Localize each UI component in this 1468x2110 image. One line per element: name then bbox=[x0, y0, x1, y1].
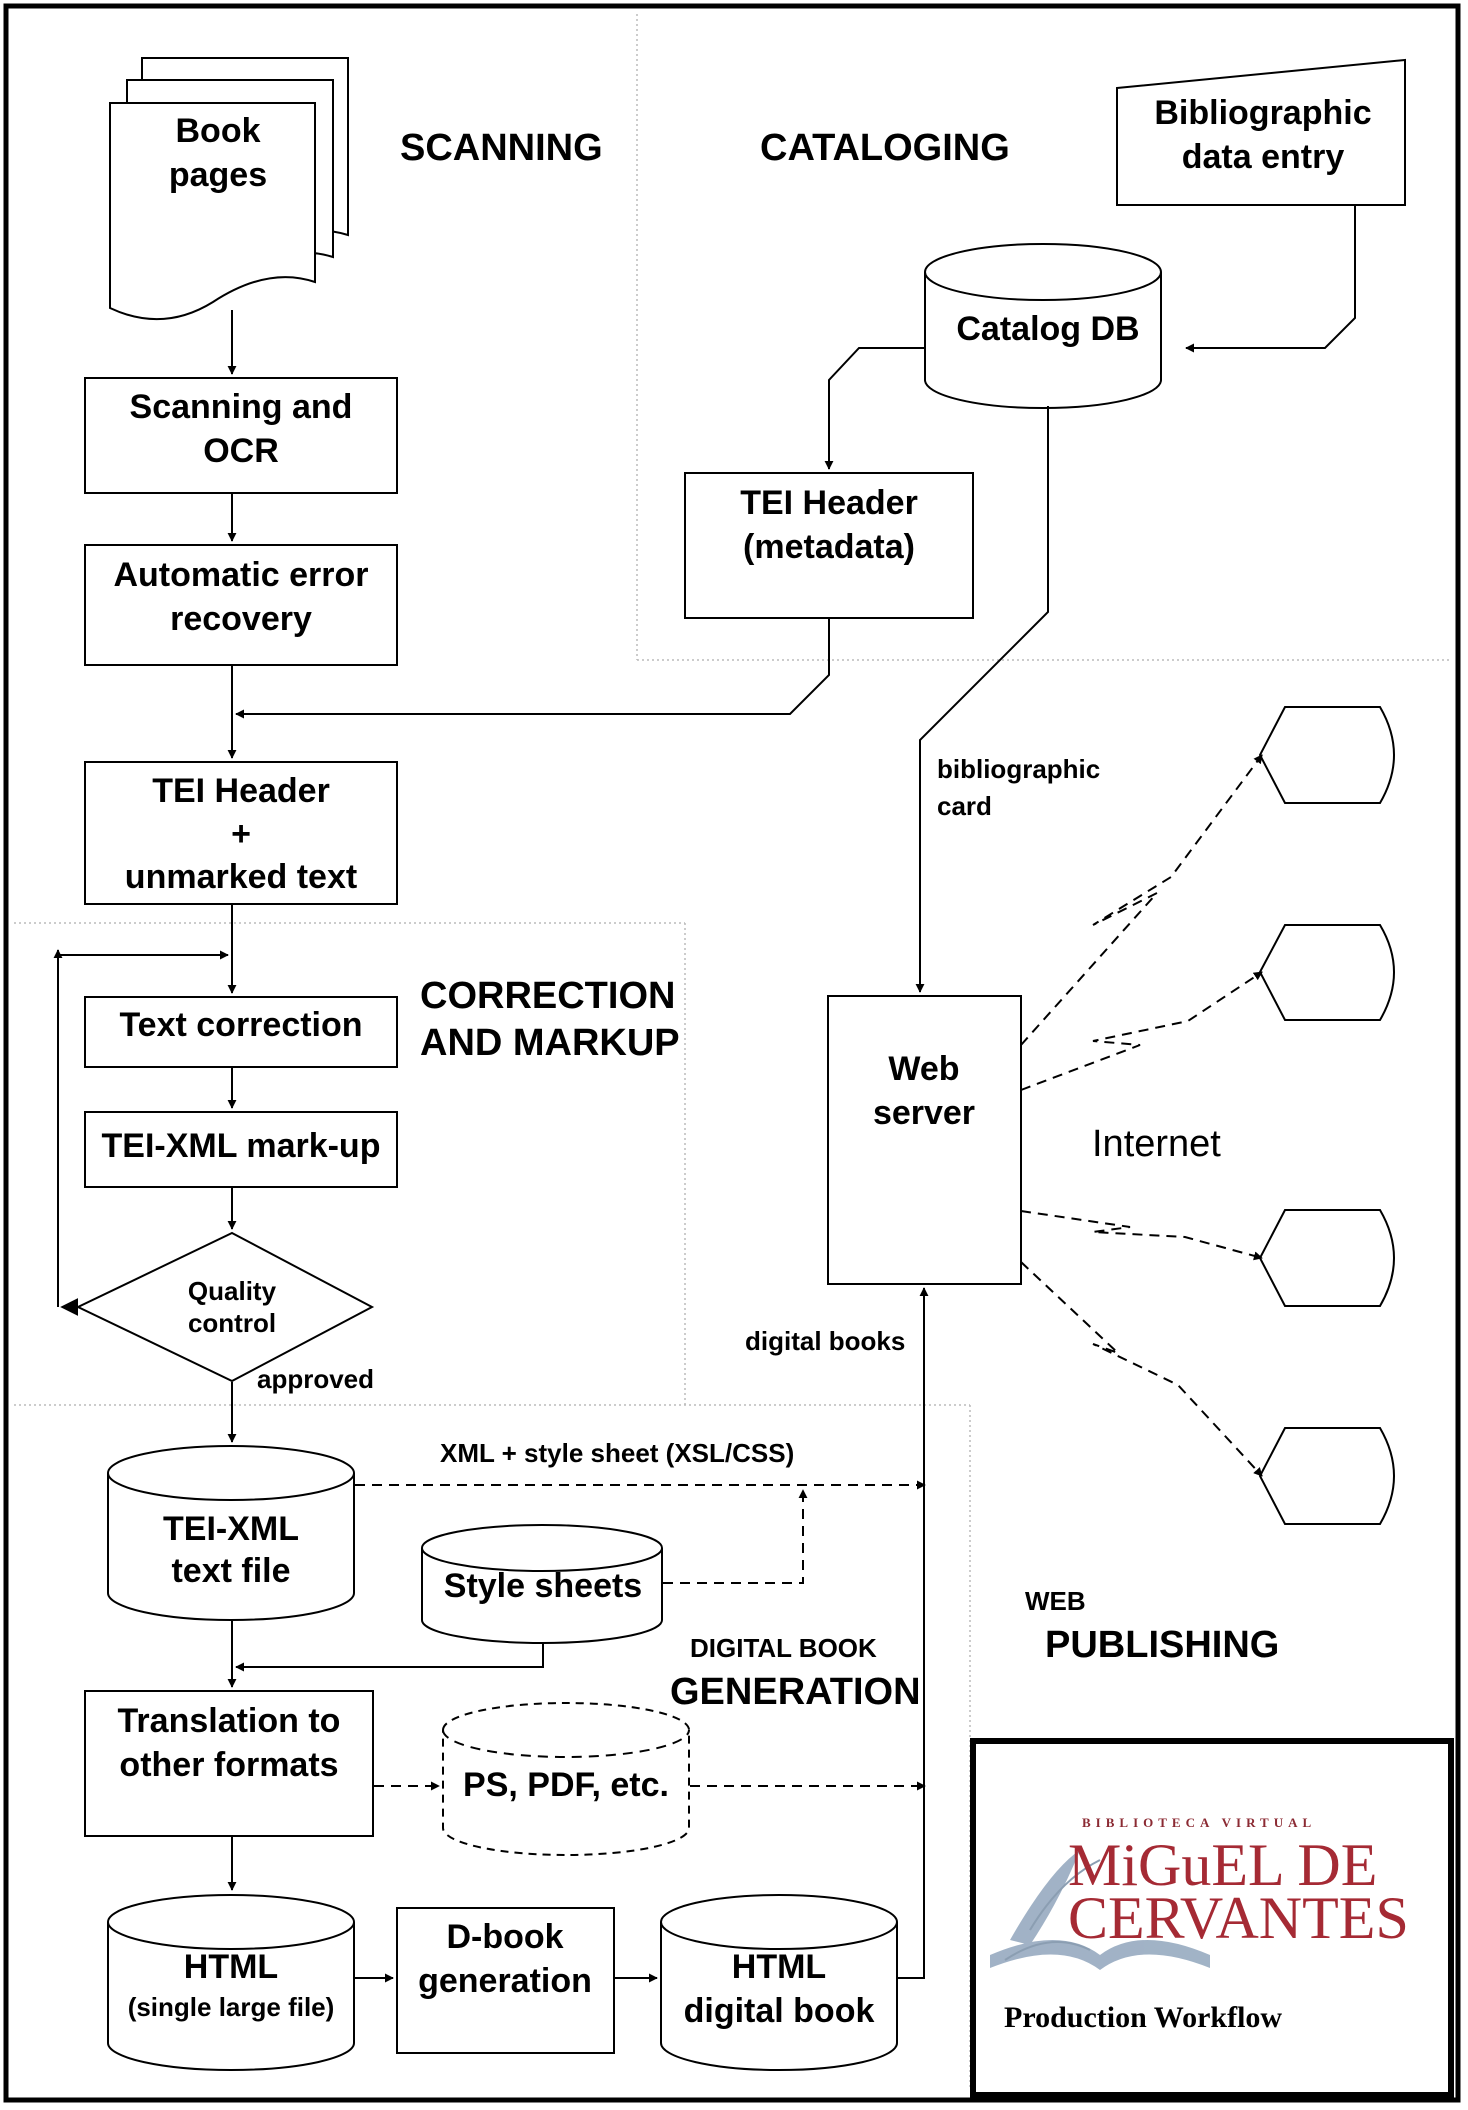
web-server-line2: server bbox=[873, 1094, 975, 1132]
tei-header-meta-node: TEI Header (metadata) bbox=[684, 472, 974, 619]
edge-label-xml-style: XML + style sheet (XSL/CSS) bbox=[440, 1438, 794, 1468]
style-sheets-label: Style sheets bbox=[444, 1567, 642, 1605]
edge-digital-books-to-server bbox=[898, 1287, 929, 1979]
edge-catalog-to-server bbox=[915, 406, 1049, 993]
dbook-gen-node: D-book generation bbox=[396, 1907, 615, 2054]
section-digital-line1: DIGITAL BOOK bbox=[690, 1633, 877, 1663]
book-pages-line1: Book bbox=[176, 112, 261, 150]
tei-xml-file-line1: TEI-XML bbox=[163, 1510, 299, 1548]
logo-name-line1: MiGuEL DE bbox=[1068, 1832, 1377, 1898]
text-correction-node: Text correction bbox=[84, 996, 398, 1068]
internet-clients bbox=[1258, 706, 1395, 1525]
html-single-line1: HTML bbox=[184, 1948, 278, 1986]
html-digital-line2: digital book bbox=[684, 1992, 875, 2030]
error-recovery-node: Automatic error recovery bbox=[84, 544, 398, 666]
logo-panel: BIBLIOTECA VIRTUAL MiGuEL DE CERVANTES P… bbox=[970, 1738, 1454, 2098]
translation-node: Translation to other formats bbox=[84, 1690, 374, 1837]
tei-xml-file-node: TEI-XML text file bbox=[107, 1445, 355, 1621]
html-single-line2: (single large file) bbox=[128, 1992, 335, 2022]
edge-styles-to-translation bbox=[235, 1643, 544, 1672]
section-scanning: SCANNING bbox=[400, 127, 603, 169]
edge-server-client-4 bbox=[1020, 1261, 1263, 1477]
outer-frame bbox=[3, 3, 1461, 2103]
edge-styles-publish bbox=[663, 1489, 808, 1584]
section-correction-line2: AND MARKUP bbox=[420, 1022, 680, 1064]
book-pages-line2: pages bbox=[169, 156, 267, 194]
tei-header-text-line2: + bbox=[231, 815, 251, 853]
tei-header-text-line3: unmarked text bbox=[125, 858, 357, 896]
error-recovery-line1: Automatic error bbox=[113, 556, 368, 594]
ps-pdf-label: PS, PDF, etc. bbox=[463, 1766, 669, 1804]
section-digital-line2: GENERATION bbox=[670, 1671, 921, 1713]
scanning-ocr-line2: OCR bbox=[203, 432, 279, 470]
edge-server-client-3 bbox=[1020, 1210, 1263, 1261]
edge-label-bibliographic-card-line2: card bbox=[937, 791, 992, 821]
logo-top-text: BIBLIOTECA VIRTUAL bbox=[1082, 1815, 1316, 1830]
bibliographic-entry-line2: data entry bbox=[1182, 138, 1345, 176]
translation-line1: Translation to bbox=[118, 1702, 341, 1740]
client-terminal bbox=[1258, 1209, 1395, 1307]
dbook-gen-line1: D-book bbox=[446, 1918, 563, 1956]
quality-control-node: Quality control bbox=[75, 1231, 375, 1383]
logo-name-line2: CERVANTES bbox=[1068, 1885, 1409, 1951]
edge-metadata-merge bbox=[235, 619, 830, 719]
tei-header-text-line1: TEI Header bbox=[152, 772, 330, 810]
tei-markup-node: TEI-XML mark-up bbox=[84, 1111, 398, 1188]
catalog-db-label: Catalog DB bbox=[956, 310, 1139, 348]
edge-server-client-2 bbox=[1020, 971, 1263, 1091]
tei-header-text-node: TEI Header + unmarked text bbox=[84, 761, 398, 905]
catalog-db-node: Catalog DB bbox=[924, 243, 1162, 409]
section-web-line1: WEB bbox=[1025, 1586, 1086, 1616]
bibliographic-entry-line1: Bibliographic bbox=[1154, 94, 1371, 132]
html-single-node: HTML (single large file) bbox=[107, 1894, 355, 2071]
edge-catalog-to-metadata bbox=[824, 347, 925, 470]
ps-pdf-node: PS, PDF, etc. bbox=[442, 1702, 690, 1856]
edge-entry-to-catalog bbox=[1185, 205, 1356, 353]
section-cataloging: CATALOGING bbox=[760, 127, 1010, 169]
client-terminal bbox=[1258, 1427, 1395, 1525]
quality-control-line2: control bbox=[188, 1308, 276, 1338]
edge-label-bibliographic-card-line1: bibliographic bbox=[937, 754, 1100, 784]
translation-line2: other formats bbox=[119, 1746, 338, 1784]
quill-book-emblem bbox=[990, 1850, 1210, 1970]
scanning-ocr-node: Scanning and OCR bbox=[84, 377, 398, 494]
tei-markup-label: TEI-XML mark-up bbox=[102, 1127, 381, 1165]
tei-header-meta-line2: (metadata) bbox=[743, 528, 915, 566]
section-web-line2: PUBLISHING bbox=[1045, 1624, 1279, 1666]
edge-server-client-1 bbox=[1020, 754, 1263, 1046]
client-terminal bbox=[1258, 924, 1395, 1021]
section-correction-line1: CORRECTION bbox=[420, 975, 675, 1017]
quality-control-line1: Quality bbox=[188, 1276, 277, 1306]
error-recovery-line2: recovery bbox=[170, 600, 312, 638]
tei-xml-file-line2: text file bbox=[171, 1552, 290, 1590]
html-digital-line1: HTML bbox=[732, 1948, 826, 1986]
tei-header-meta-line1: TEI Header bbox=[740, 484, 918, 522]
style-sheets-node: Style sheets bbox=[421, 1524, 663, 1644]
internet-label: Internet bbox=[1092, 1123, 1221, 1165]
html-digital-node: HTML digital book bbox=[660, 1894, 898, 2071]
edge-label-digital-books: digital books bbox=[745, 1326, 905, 1356]
edge-label-approved: approved bbox=[257, 1364, 374, 1394]
scanning-ocr-line1: Scanning and bbox=[130, 388, 353, 426]
text-correction-label: Text correction bbox=[119, 1006, 362, 1044]
web-server-node: Web server bbox=[827, 995, 1022, 1285]
logo-caption: Production Workflow bbox=[1004, 2001, 1282, 2034]
client-terminal bbox=[1258, 706, 1395, 804]
book-pages-node: Book pages bbox=[109, 57, 349, 321]
dbook-gen-line2: generation bbox=[418, 1962, 592, 2000]
connectors bbox=[53, 205, 1356, 1983]
bibliographic-entry-node: Bibliographic data entry bbox=[1116, 58, 1406, 206]
web-server-line1: Web bbox=[888, 1050, 959, 1088]
